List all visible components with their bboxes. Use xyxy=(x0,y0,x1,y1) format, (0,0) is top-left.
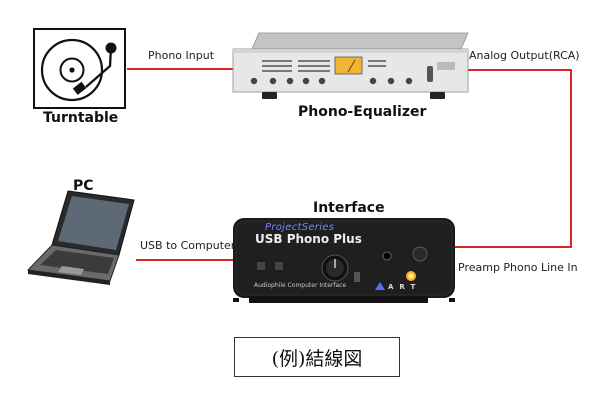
turntable-icon xyxy=(33,28,126,109)
interface-logo-text: ART xyxy=(388,283,422,291)
interface-brand-text: ProjectSeries xyxy=(265,222,335,233)
label-phono-input: Phono Input xyxy=(148,49,215,62)
label-phono-equalizer: Phono-Equalizer xyxy=(298,104,427,120)
interface-model-text: USB Phono Plus xyxy=(255,232,362,246)
label-analog-output: Analog Output(RCA) xyxy=(469,49,580,62)
caption-text: (例)結線図 xyxy=(271,347,363,370)
interface-footer-text: Audiophile Computer Interface xyxy=(254,282,347,289)
cable-analog-output xyxy=(455,69,572,248)
phono-equalizer-device xyxy=(232,32,469,99)
label-preamp-line-in: Preamp Phono Line In xyxy=(458,261,578,274)
label-turntable: Turntable xyxy=(43,110,119,126)
label-usb-to-computer: USB to Computer xyxy=(140,239,236,252)
caption-box: (例)結線図 xyxy=(234,337,400,377)
laptop-icon xyxy=(26,190,135,285)
label-interface: Interface xyxy=(313,200,385,216)
interface-device xyxy=(233,218,455,303)
label-pc: PC xyxy=(73,178,94,194)
